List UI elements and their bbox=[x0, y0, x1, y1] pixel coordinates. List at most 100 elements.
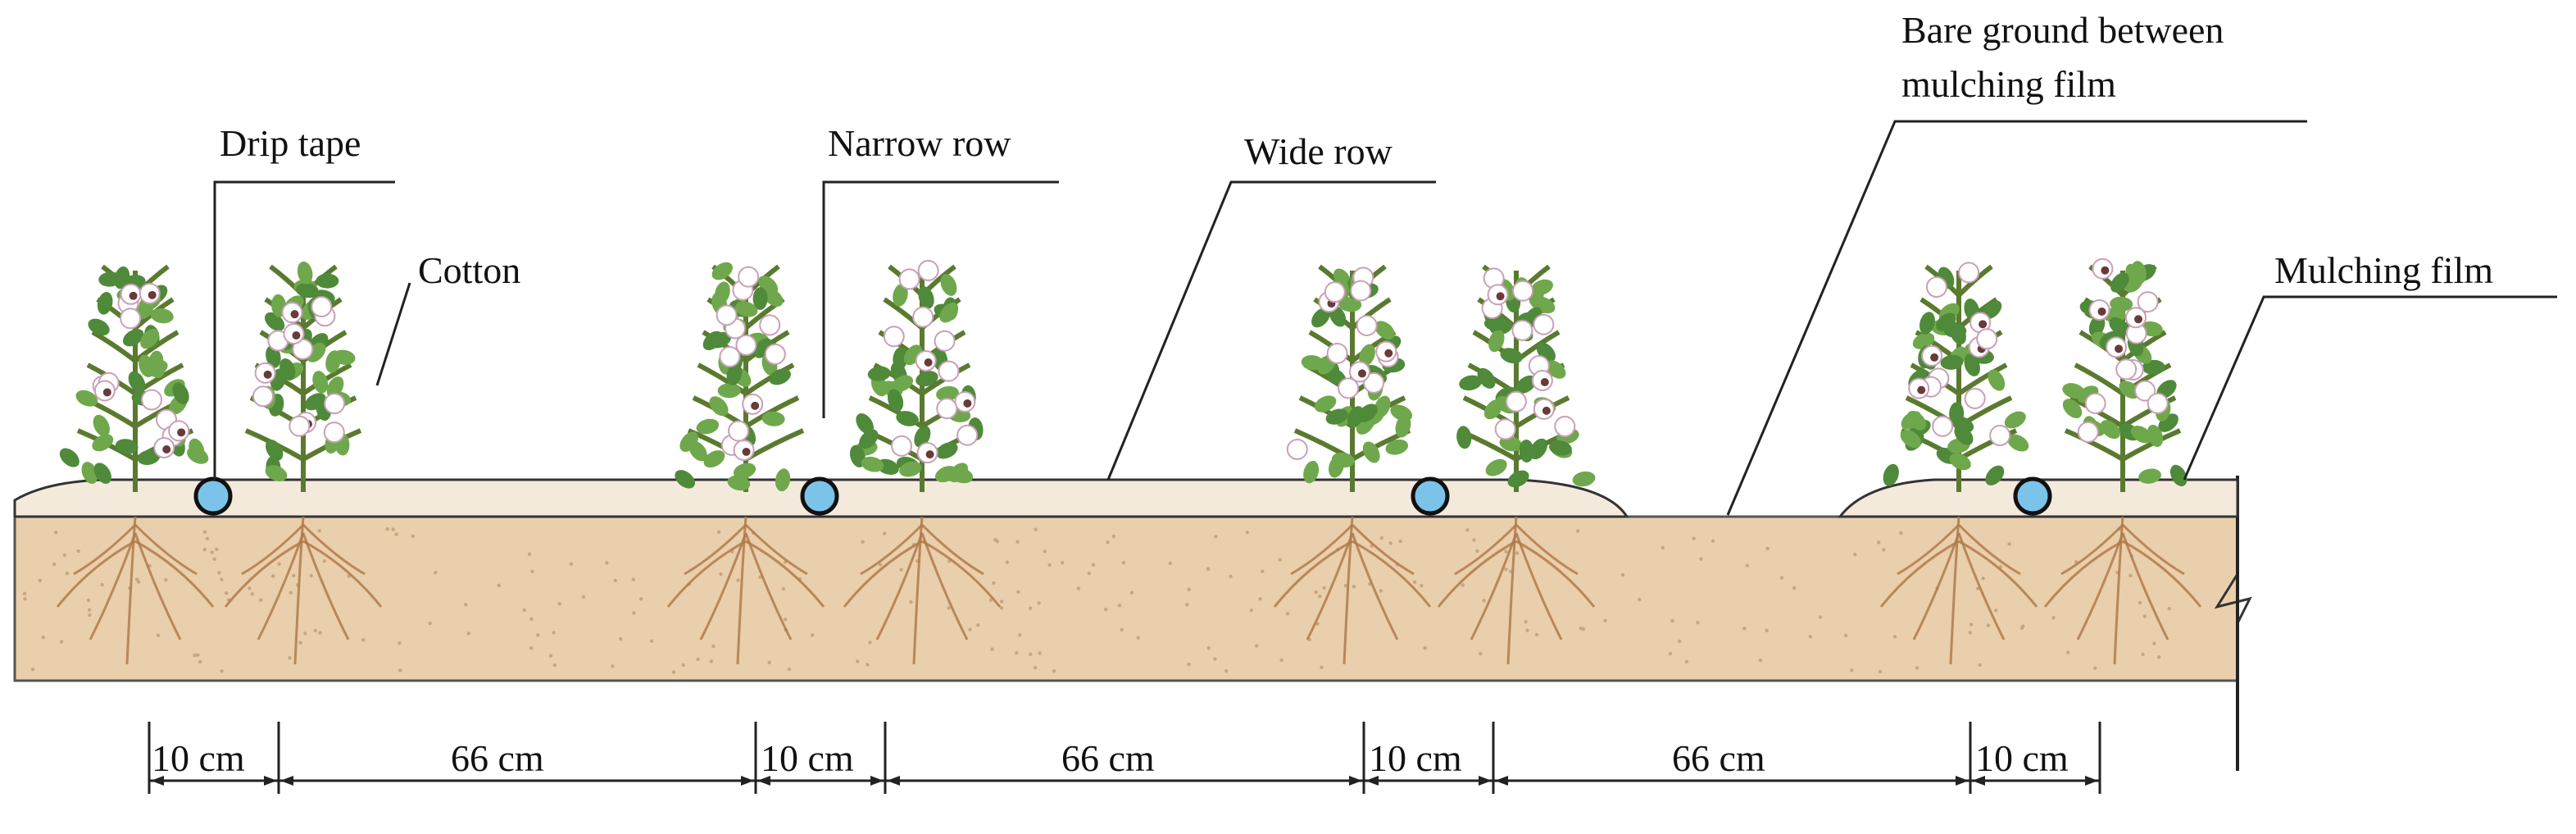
narrow-row-leader bbox=[822, 180, 1059, 418]
cotton-boll-dark bbox=[963, 399, 972, 408]
soil-dot bbox=[1229, 574, 1233, 579]
cotton-boll bbox=[2137, 291, 2159, 313]
root bbox=[1879, 540, 1960, 608]
drip-tape-3 bbox=[1411, 476, 1450, 516]
soil-dot bbox=[1206, 646, 1211, 650]
soil-dot bbox=[1779, 576, 1784, 580]
soil-dot bbox=[1255, 644, 1259, 648]
soil-dot bbox=[1318, 594, 1322, 599]
soil-dot bbox=[1033, 666, 1038, 670]
cotton-plant bbox=[843, 259, 1002, 665]
leaf bbox=[893, 284, 908, 307]
leaf bbox=[145, 358, 165, 378]
soil-dot bbox=[1515, 551, 1520, 555]
cotton-boll-dark bbox=[2134, 315, 2143, 324]
soil-dot bbox=[548, 654, 553, 658]
cotton-boll bbox=[1326, 342, 1348, 364]
soil-dot bbox=[2141, 652, 2145, 657]
root bbox=[1352, 540, 1432, 608]
cotton-boll bbox=[938, 360, 960, 382]
soil-dot bbox=[1986, 623, 1991, 627]
root bbox=[1351, 523, 1415, 576]
leaf bbox=[752, 287, 768, 311]
cotton-boll bbox=[912, 306, 934, 328]
soil-dot bbox=[1620, 572, 1625, 577]
leaf bbox=[266, 440, 284, 461]
root bbox=[1290, 523, 1354, 576]
soil-dot bbox=[428, 621, 432, 626]
soil-dot bbox=[649, 639, 654, 643]
leaf bbox=[1303, 460, 1320, 484]
soil-dot bbox=[1677, 639, 1682, 644]
soil-dot bbox=[288, 656, 292, 660]
soil-dot bbox=[1352, 585, 1356, 589]
leaf bbox=[2169, 464, 2188, 487]
soil-dot bbox=[988, 598, 993, 602]
dimension-arrowhead bbox=[1956, 776, 1969, 786]
soil-dot bbox=[59, 640, 64, 644]
cotton-boll-dark bbox=[2115, 344, 2124, 353]
cotton-plant bbox=[2043, 257, 2202, 665]
soil-dot bbox=[134, 577, 139, 581]
leaf bbox=[265, 465, 288, 481]
cotton-boll bbox=[738, 266, 760, 288]
soil-dot bbox=[1915, 666, 1920, 670]
soil-dot bbox=[1224, 669, 1229, 673]
soil-dot bbox=[2051, 616, 2056, 620]
leaf bbox=[59, 448, 80, 467]
leaf bbox=[1549, 440, 1572, 456]
root bbox=[241, 523, 305, 576]
soil-dot bbox=[2152, 641, 2156, 645]
root bbox=[745, 540, 825, 608]
leaf bbox=[1572, 471, 1596, 487]
soil-dot bbox=[1261, 569, 1265, 573]
soil-dot bbox=[41, 636, 45, 640]
leaf bbox=[2100, 420, 2120, 440]
leaf bbox=[896, 411, 919, 426]
root bbox=[843, 540, 923, 608]
leaf bbox=[1488, 330, 1505, 353]
leaf bbox=[861, 456, 884, 472]
mulching-film-leader bbox=[2183, 295, 2557, 481]
soil-dot bbox=[1038, 651, 1042, 655]
leaf bbox=[675, 470, 695, 489]
soil-dot bbox=[865, 663, 870, 667]
soil-dot bbox=[1187, 662, 1191, 667]
cotton-plant bbox=[1273, 264, 1432, 665]
leaf bbox=[1919, 312, 1935, 335]
leaf bbox=[1459, 375, 1482, 391]
soil-dot bbox=[709, 659, 714, 663]
root bbox=[302, 540, 383, 608]
leaf bbox=[2109, 317, 2129, 336]
root bbox=[2060, 523, 2124, 576]
soil-dot bbox=[1684, 659, 1689, 663]
soil-dot bbox=[298, 640, 302, 645]
soil-dot bbox=[1379, 589, 1383, 593]
soil-dot bbox=[581, 595, 586, 599]
root bbox=[744, 532, 793, 640]
soil-dot bbox=[1185, 603, 1189, 607]
soil-dot bbox=[23, 597, 27, 601]
root bbox=[666, 540, 747, 608]
root bbox=[2122, 540, 2202, 608]
soil-dot bbox=[277, 562, 281, 566]
plant-branch bbox=[302, 362, 352, 396]
soil-dot bbox=[1034, 527, 1038, 531]
dimension-arrowhead bbox=[870, 776, 884, 786]
cotton-boll-dark bbox=[924, 358, 933, 367]
plant-roots bbox=[224, 516, 383, 665]
root bbox=[1506, 516, 1518, 665]
soil-dot bbox=[361, 638, 366, 642]
soil-dot bbox=[220, 669, 224, 673]
soil-dot bbox=[1808, 635, 1813, 639]
cotton-boll bbox=[1494, 418, 1516, 440]
leaf bbox=[93, 463, 111, 484]
dimension-arrowhead bbox=[264, 776, 277, 786]
soil-dot bbox=[1106, 540, 1110, 545]
soil-dot bbox=[1692, 536, 1696, 540]
soil-dot bbox=[1475, 549, 1479, 554]
leaf bbox=[2131, 261, 2147, 284]
soil-texture bbox=[22, 526, 2171, 674]
cotton-boll bbox=[1350, 280, 1372, 302]
soil-dot bbox=[530, 569, 534, 574]
